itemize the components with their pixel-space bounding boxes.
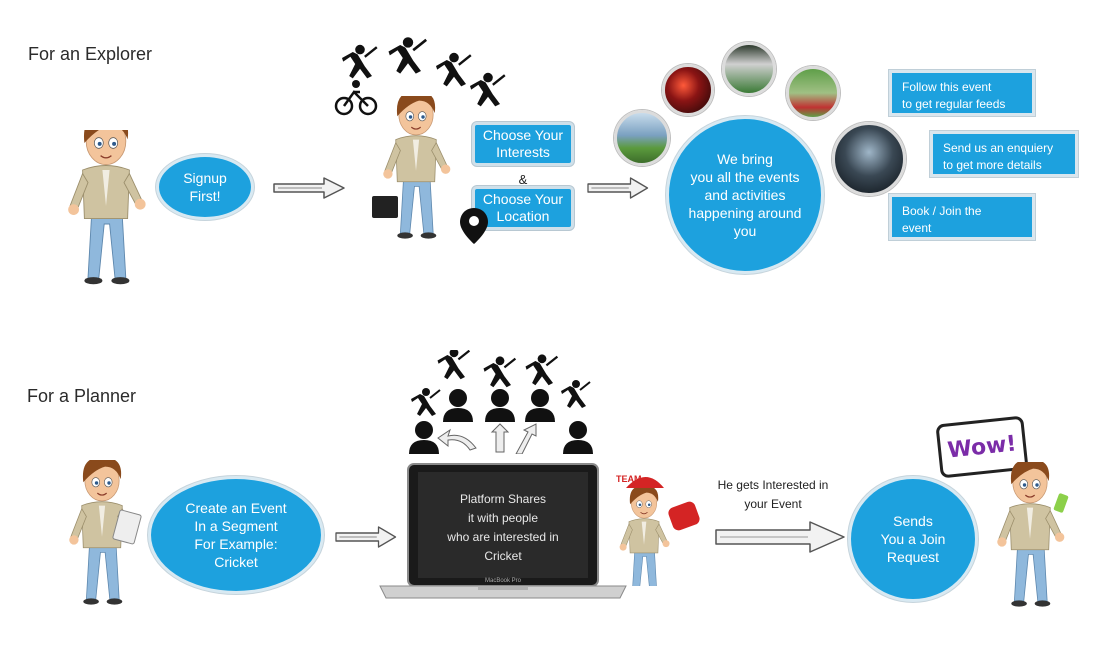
platform-shares-text: Platform Shares it with people who are i…	[447, 492, 559, 563]
laptop-brand-label: MacBook Pro	[484, 578, 521, 584]
interested-text: He gets Interested in your Event	[717, 478, 829, 511]
follow-event-button[interactable]: Follow this event to get regular feeds	[889, 70, 1035, 116]
laptop-icon	[379, 463, 627, 599]
explorer-person-icon	[67, 130, 147, 285]
fan-person-icon	[619, 477, 700, 586]
planner-title: For a Planner	[27, 386, 137, 406]
create-event-bubble: Create an Event In a Segment For Example…	[148, 476, 324, 594]
map-pin-icon	[460, 208, 488, 244]
happy-person-icon	[996, 462, 1069, 608]
we-bring-bubble: We bring you all the events and activiti…	[666, 116, 824, 274]
choose-location-label: Choose Your Location	[482, 191, 564, 224]
planner-person-icon	[68, 460, 142, 606]
choose-location-button[interactable]: Choose Your Location	[472, 186, 574, 230]
send-enquiry-button[interactable]: Send us an enquiery to get more details	[930, 131, 1078, 177]
book-join-button[interactable]: Book / Join the event	[889, 194, 1035, 240]
and-symbol: &	[518, 172, 528, 187]
cricket-photo	[614, 110, 670, 166]
book-join-label: Book / Join the event	[902, 204, 982, 235]
team-photo	[722, 42, 776, 96]
join-request-bubble: Sends You a Join Request	[848, 476, 978, 602]
football-photo	[786, 66, 840, 120]
people-silhouettes-icon	[409, 350, 593, 454]
arrow-icon	[273, 177, 345, 199]
explorer-person-thinking-icon	[372, 96, 451, 240]
send-enquiry-label: Send us an enquiery to get more details	[943, 141, 1054, 172]
sport-silhouette-icon	[334, 36, 506, 116]
concert-photo	[662, 64, 714, 116]
choose-interests-label: Choose Your Interests	[482, 127, 564, 160]
signup-bubble[interactable]: Signup First!	[156, 154, 254, 220]
we-bring-label: We bring you all the events and activiti…	[688, 151, 802, 239]
join-request-label: Sends You a Join Request	[880, 513, 946, 565]
explorer-title: For an Explorer	[28, 44, 153, 64]
arrow-icon	[715, 521, 845, 553]
team-sign-label: TEAM	[616, 474, 642, 484]
event-crowd-photo	[832, 122, 906, 196]
signup-label: Signup First!	[183, 170, 227, 204]
follow-event-label: Follow this event to get regular feeds	[902, 80, 1006, 111]
create-event-label: Create an Event In a Segment For Example…	[185, 500, 287, 570]
arrow-icon	[587, 177, 649, 199]
choose-interests-button[interactable]: Choose Your Interests	[472, 122, 574, 166]
